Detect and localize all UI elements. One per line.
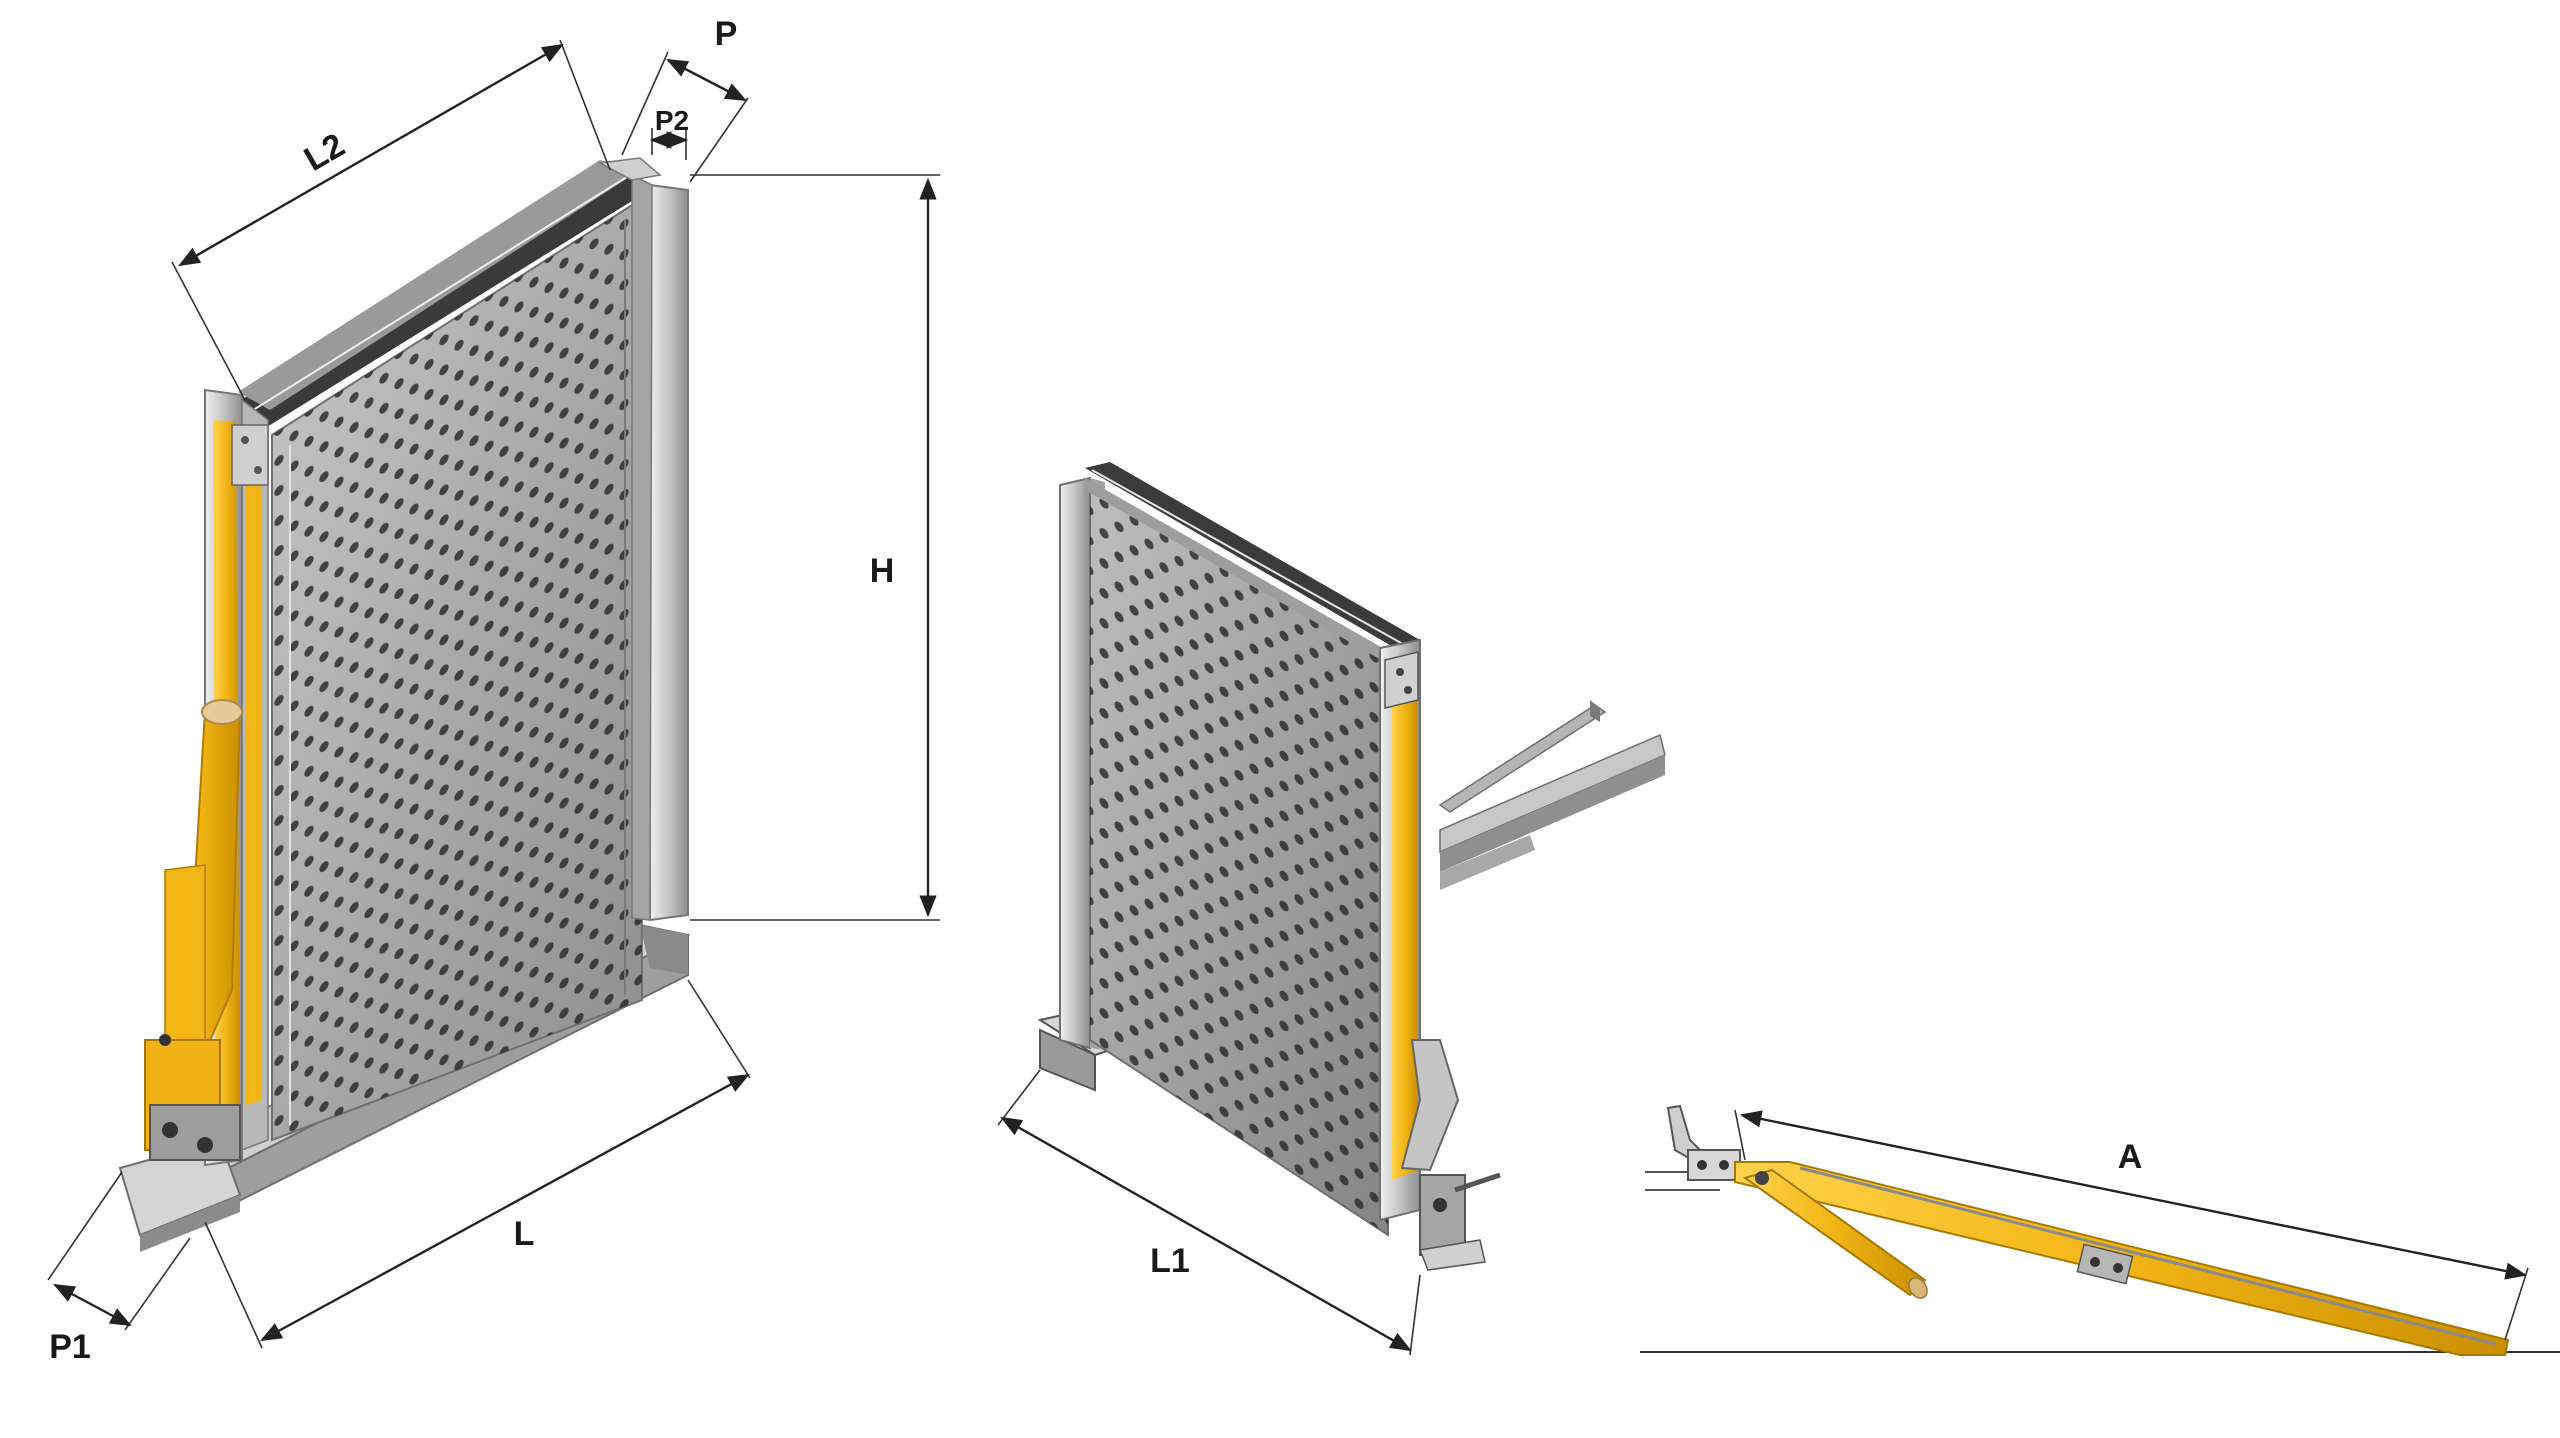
rear-top-rail bbox=[1085, 462, 1420, 668]
lever-side-view: A bbox=[1640, 1104, 2560, 1356]
rear-clamp bbox=[1400, 1039, 1501, 1271]
label-l1: L1 bbox=[1150, 1242, 1190, 1280]
rack-rear-iso-view: L1 bbox=[997, 462, 1666, 1356]
floor-hook bbox=[1645, 1104, 1741, 1191]
label-p1: P1 bbox=[49, 1328, 91, 1366]
dimension-p: P bbox=[621, 15, 749, 183]
slide-rails bbox=[1438, 700, 1666, 890]
dimension-l1: L1 bbox=[997, 1069, 1421, 1356]
label-l: L bbox=[514, 1215, 535, 1253]
rear-right-post bbox=[1379, 638, 1421, 1222]
dimension-l: L bbox=[204, 979, 751, 1349]
rack-front-iso-view: L2 P P2 H L bbox=[47, 15, 940, 1366]
dimension-p1: P1 bbox=[47, 1171, 191, 1366]
label-p: P bbox=[715, 15, 738, 53]
dimension-h: H bbox=[690, 174, 940, 921]
label-p2: P2 bbox=[655, 105, 689, 136]
right-post bbox=[597, 157, 689, 922]
dimension-p2: P2 bbox=[649, 105, 689, 160]
dimension-a: A bbox=[1734, 1109, 2529, 1341]
label-h: H bbox=[870, 552, 895, 590]
lever-arm bbox=[144, 699, 243, 1161]
label-a: A bbox=[2118, 1138, 2143, 1176]
rear-perforated-panel bbox=[1089, 488, 1389, 1237]
main-lever-bar bbox=[1734, 1161, 2510, 1356]
